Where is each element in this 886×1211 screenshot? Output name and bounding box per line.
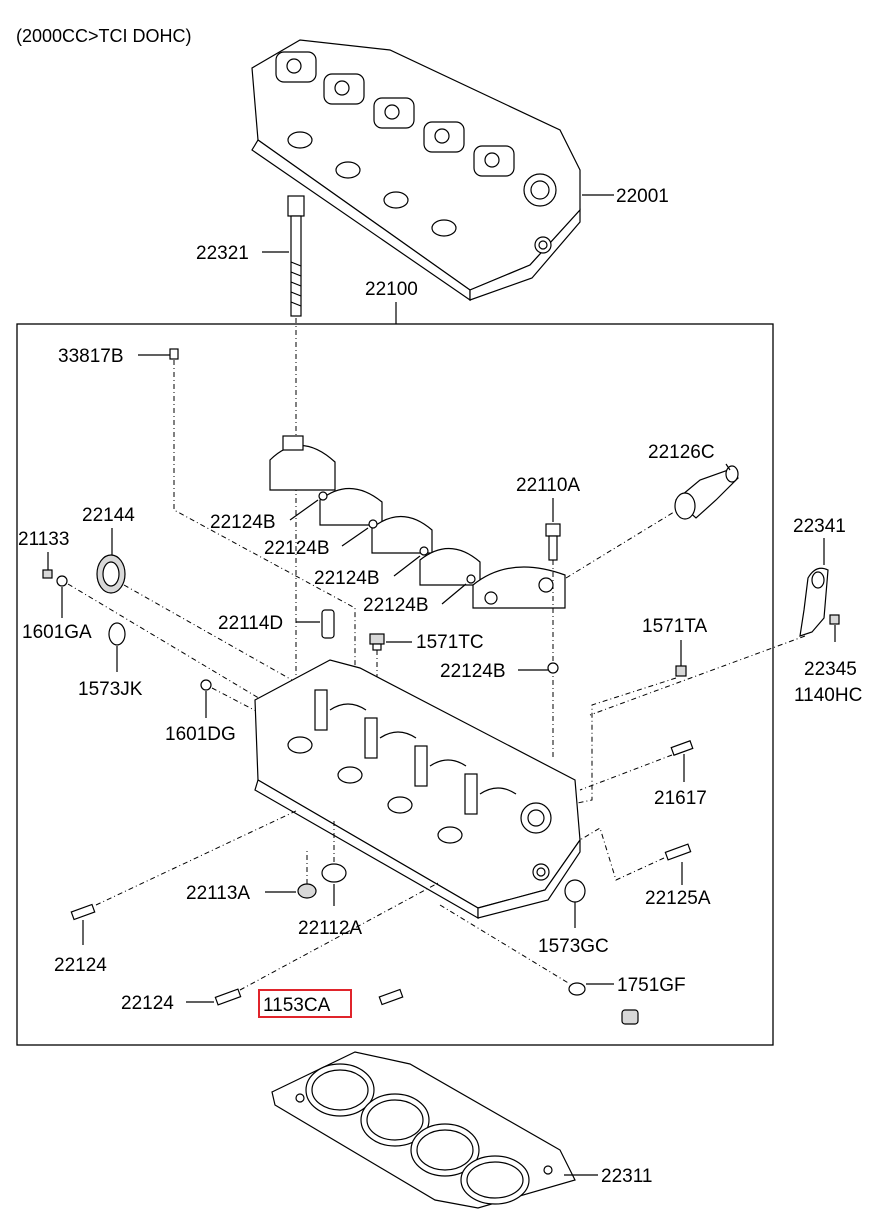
stud-22124-b — [214, 988, 242, 1006]
callout-22345: 22345 — [804, 659, 857, 680]
callout-22126C: 22126C — [648, 442, 715, 463]
camshaft-bearing-caps — [269, 435, 566, 609]
highlight-box-1153CA — [258, 989, 352, 1018]
callout-22124-1: 22124 — [54, 955, 107, 976]
callout-22114D: 22114D — [218, 613, 283, 634]
head-gasket-22311 — [271, 1051, 576, 1209]
callout-22125A: 22125A — [645, 888, 711, 909]
dowel-pin-22114D — [321, 609, 335, 639]
callout-1571TC: 1571TC — [416, 632, 484, 653]
callout-1601DG: 1601DG — [165, 724, 236, 745]
callout-21133: 21133 — [18, 529, 69, 550]
cap-bolt-22110A — [545, 523, 561, 561]
callout-22113A: 22113A — [186, 883, 250, 904]
callout-22110A: 22110A — [516, 475, 580, 496]
callout-22100: 22100 — [365, 279, 418, 300]
callout-22124B-3: 22124B — [314, 568, 380, 589]
callout-1571TA: 1571TA — [642, 616, 707, 637]
callout-1573JK: 1573JK — [78, 679, 143, 700]
callout-22001: 22001 — [616, 186, 669, 207]
valve-seal-22113A — [297, 883, 317, 899]
stud-22125A — [664, 843, 692, 861]
cylinder-head-22100-drawing — [254, 659, 581, 920]
stud-22124-a — [70, 903, 96, 921]
plug-1751GF — [621, 1009, 639, 1025]
cylinder-head-assembly-drawing — [251, 39, 581, 302]
stud-21617 — [670, 740, 694, 756]
callout-1140HC: 1140HC — [794, 685, 862, 706]
callout-22124B-4: 22124B — [363, 595, 429, 616]
callout-22124B-5: 22124B — [440, 661, 506, 682]
hanger-bracket-22341 — [799, 567, 829, 637]
stud-1153CA — [378, 988, 404, 1006]
callout-1751GF: 1751GF — [617, 975, 686, 996]
callout-1601GA: 1601GA — [22, 622, 92, 643]
valve-guide-22112A — [321, 863, 347, 883]
callout-22124-2: 22124 — [121, 993, 174, 1014]
oring-1573GC — [564, 879, 586, 903]
breather-pipe-22126C — [674, 465, 739, 520]
callout-1153CA: 1153CA — [263, 995, 331, 1016]
callout-22311: 22311 — [601, 1166, 652, 1187]
oil-seal-22144 — [96, 554, 126, 594]
plug-1571TC — [369, 633, 385, 651]
callout-22321: 22321 — [196, 243, 249, 264]
callout-22124B-2: 22124B — [264, 538, 330, 559]
callout-22341: 22341 — [793, 516, 846, 537]
callout-22124B-1: 22124B — [210, 512, 276, 533]
callout-21617: 21617 — [654, 788, 707, 809]
head-bolt-22321 — [287, 195, 305, 317]
gasket-1751GF — [568, 982, 586, 996]
callout-33817B: 33817B — [58, 346, 124, 367]
callout-22112A: 22112A — [298, 918, 362, 939]
assembly-22100-frame — [16, 323, 774, 1046]
engine-spec-heading: (2000CC>TCI DOHC) — [16, 26, 192, 46]
callout-1573GC: 1573GC — [538, 936, 609, 957]
callout-22144: 22144 — [82, 505, 135, 526]
oring-1573JK — [108, 622, 126, 646]
